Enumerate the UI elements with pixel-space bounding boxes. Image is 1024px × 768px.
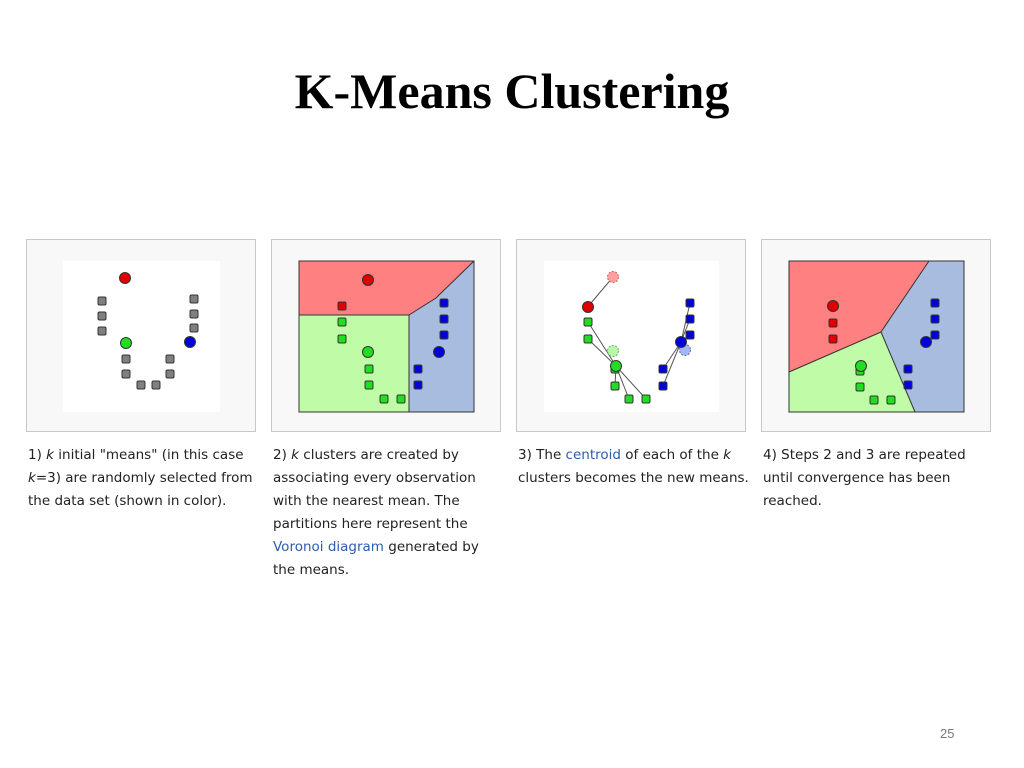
- voronoi-diagram-link[interactable]: Voronoi diagram: [273, 539, 384, 555]
- data-point: [610, 381, 620, 391]
- data-point: [189, 309, 199, 319]
- mean-green: [855, 360, 867, 372]
- step-1-caption: 1) k initial "means" (in this case k=3) …: [28, 444, 260, 513]
- data-point: [658, 364, 668, 374]
- data-point: [583, 334, 593, 344]
- data-point: [379, 394, 389, 404]
- step-1-text: 1): [28, 447, 47, 463]
- voronoi-region-green: [789, 332, 915, 412]
- data-point: [828, 318, 838, 328]
- data-point: [685, 298, 695, 308]
- step-3-plot: [544, 261, 719, 412]
- mean-red: [362, 274, 374, 286]
- data-point: [903, 380, 913, 390]
- step-4-plot: [788, 260, 965, 413]
- data-point: [337, 334, 347, 344]
- mean-green: [362, 346, 374, 358]
- old-mean-red: [607, 271, 619, 283]
- data-point: [364, 380, 374, 390]
- step-4-caption: 4) Steps 2 and 3 are repeated until conv…: [763, 444, 995, 513]
- mean-blue: [184, 336, 196, 348]
- data-point: [930, 330, 940, 340]
- step-1-plot: [63, 261, 220, 412]
- step-3-diagram: [516, 239, 746, 432]
- step-1-text: initial "means" (in this case: [53, 447, 244, 463]
- k-symbol: k: [28, 470, 36, 486]
- centroid-link[interactable]: centroid: [565, 447, 621, 463]
- slide-title: K-Means Clustering: [294, 63, 730, 119]
- voronoi-region-red: [789, 261, 929, 372]
- data-points: [337, 298, 449, 404]
- voronoi-region-green: [299, 315, 409, 412]
- k-symbol: k: [291, 447, 299, 463]
- data-point: [685, 330, 695, 340]
- step-2-caption: 2) k clusters are created by associating…: [273, 444, 505, 582]
- voronoi-region-blue: [881, 261, 964, 412]
- data-point: [121, 369, 131, 379]
- page-number: 25: [940, 726, 955, 741]
- data-point: [337, 317, 347, 327]
- data-point: [136, 380, 146, 390]
- data-point: [930, 314, 940, 324]
- data-point: [97, 326, 107, 336]
- data-point: [364, 364, 374, 374]
- data-point: [97, 311, 107, 321]
- mean-red: [582, 301, 594, 313]
- step-1-text: =3) are randomly selected from the data …: [28, 470, 253, 509]
- step-2-text: 2): [273, 447, 292, 463]
- data-points: [828, 298, 940, 405]
- mean-blue: [675, 336, 687, 348]
- data-point: [439, 330, 449, 340]
- data-point: [855, 382, 865, 392]
- k-symbol: k: [46, 447, 54, 463]
- data-point: [903, 364, 913, 374]
- mean-green: [120, 337, 132, 349]
- k-symbol: k: [723, 447, 731, 463]
- data-point: [396, 394, 406, 404]
- mean-red: [827, 300, 839, 312]
- data-point: [165, 354, 175, 364]
- data-point: [624, 394, 634, 404]
- step-4-diagram: [761, 239, 991, 432]
- data-point: [641, 394, 651, 404]
- mean-red: [119, 272, 131, 284]
- step-3-text: 3) The: [518, 447, 566, 463]
- step-2-text: clusters are created by associating ever…: [273, 447, 476, 532]
- data-point: [828, 334, 838, 344]
- data-point: [189, 323, 199, 333]
- data-point: [151, 380, 161, 390]
- old-mean-green: [607, 345, 619, 357]
- data-point: [930, 298, 940, 308]
- data-point: [337, 301, 347, 311]
- data-point: [583, 317, 593, 327]
- step-1-diagram: [26, 239, 256, 432]
- data-point: [413, 380, 423, 390]
- data-point: [685, 314, 695, 324]
- data-point: [439, 298, 449, 308]
- data-point: [165, 369, 175, 379]
- data-point: [869, 395, 879, 405]
- data-point: [121, 354, 131, 364]
- step-2-text: generated by the means.: [273, 539, 479, 578]
- step-3-text: clusters becomes the new means.: [518, 470, 749, 486]
- mean-blue: [433, 346, 445, 358]
- data-point: [658, 381, 668, 391]
- step-3-caption: 3) The centroid of each of the k cluster…: [518, 444, 750, 490]
- data-point: [97, 296, 107, 306]
- data-point: [886, 395, 896, 405]
- step-2-plot: [298, 260, 475, 413]
- data-points: [97, 294, 199, 390]
- data-point: [413, 364, 423, 374]
- step-2-diagram: [271, 239, 501, 432]
- mean-green: [610, 360, 622, 372]
- step-4-text: 4) Steps 2 and 3 are repeated until conv…: [763, 447, 966, 509]
- data-point: [439, 314, 449, 324]
- step-3-text: of each of the: [620, 447, 724, 463]
- mean-blue: [920, 336, 932, 348]
- data-point: [189, 294, 199, 304]
